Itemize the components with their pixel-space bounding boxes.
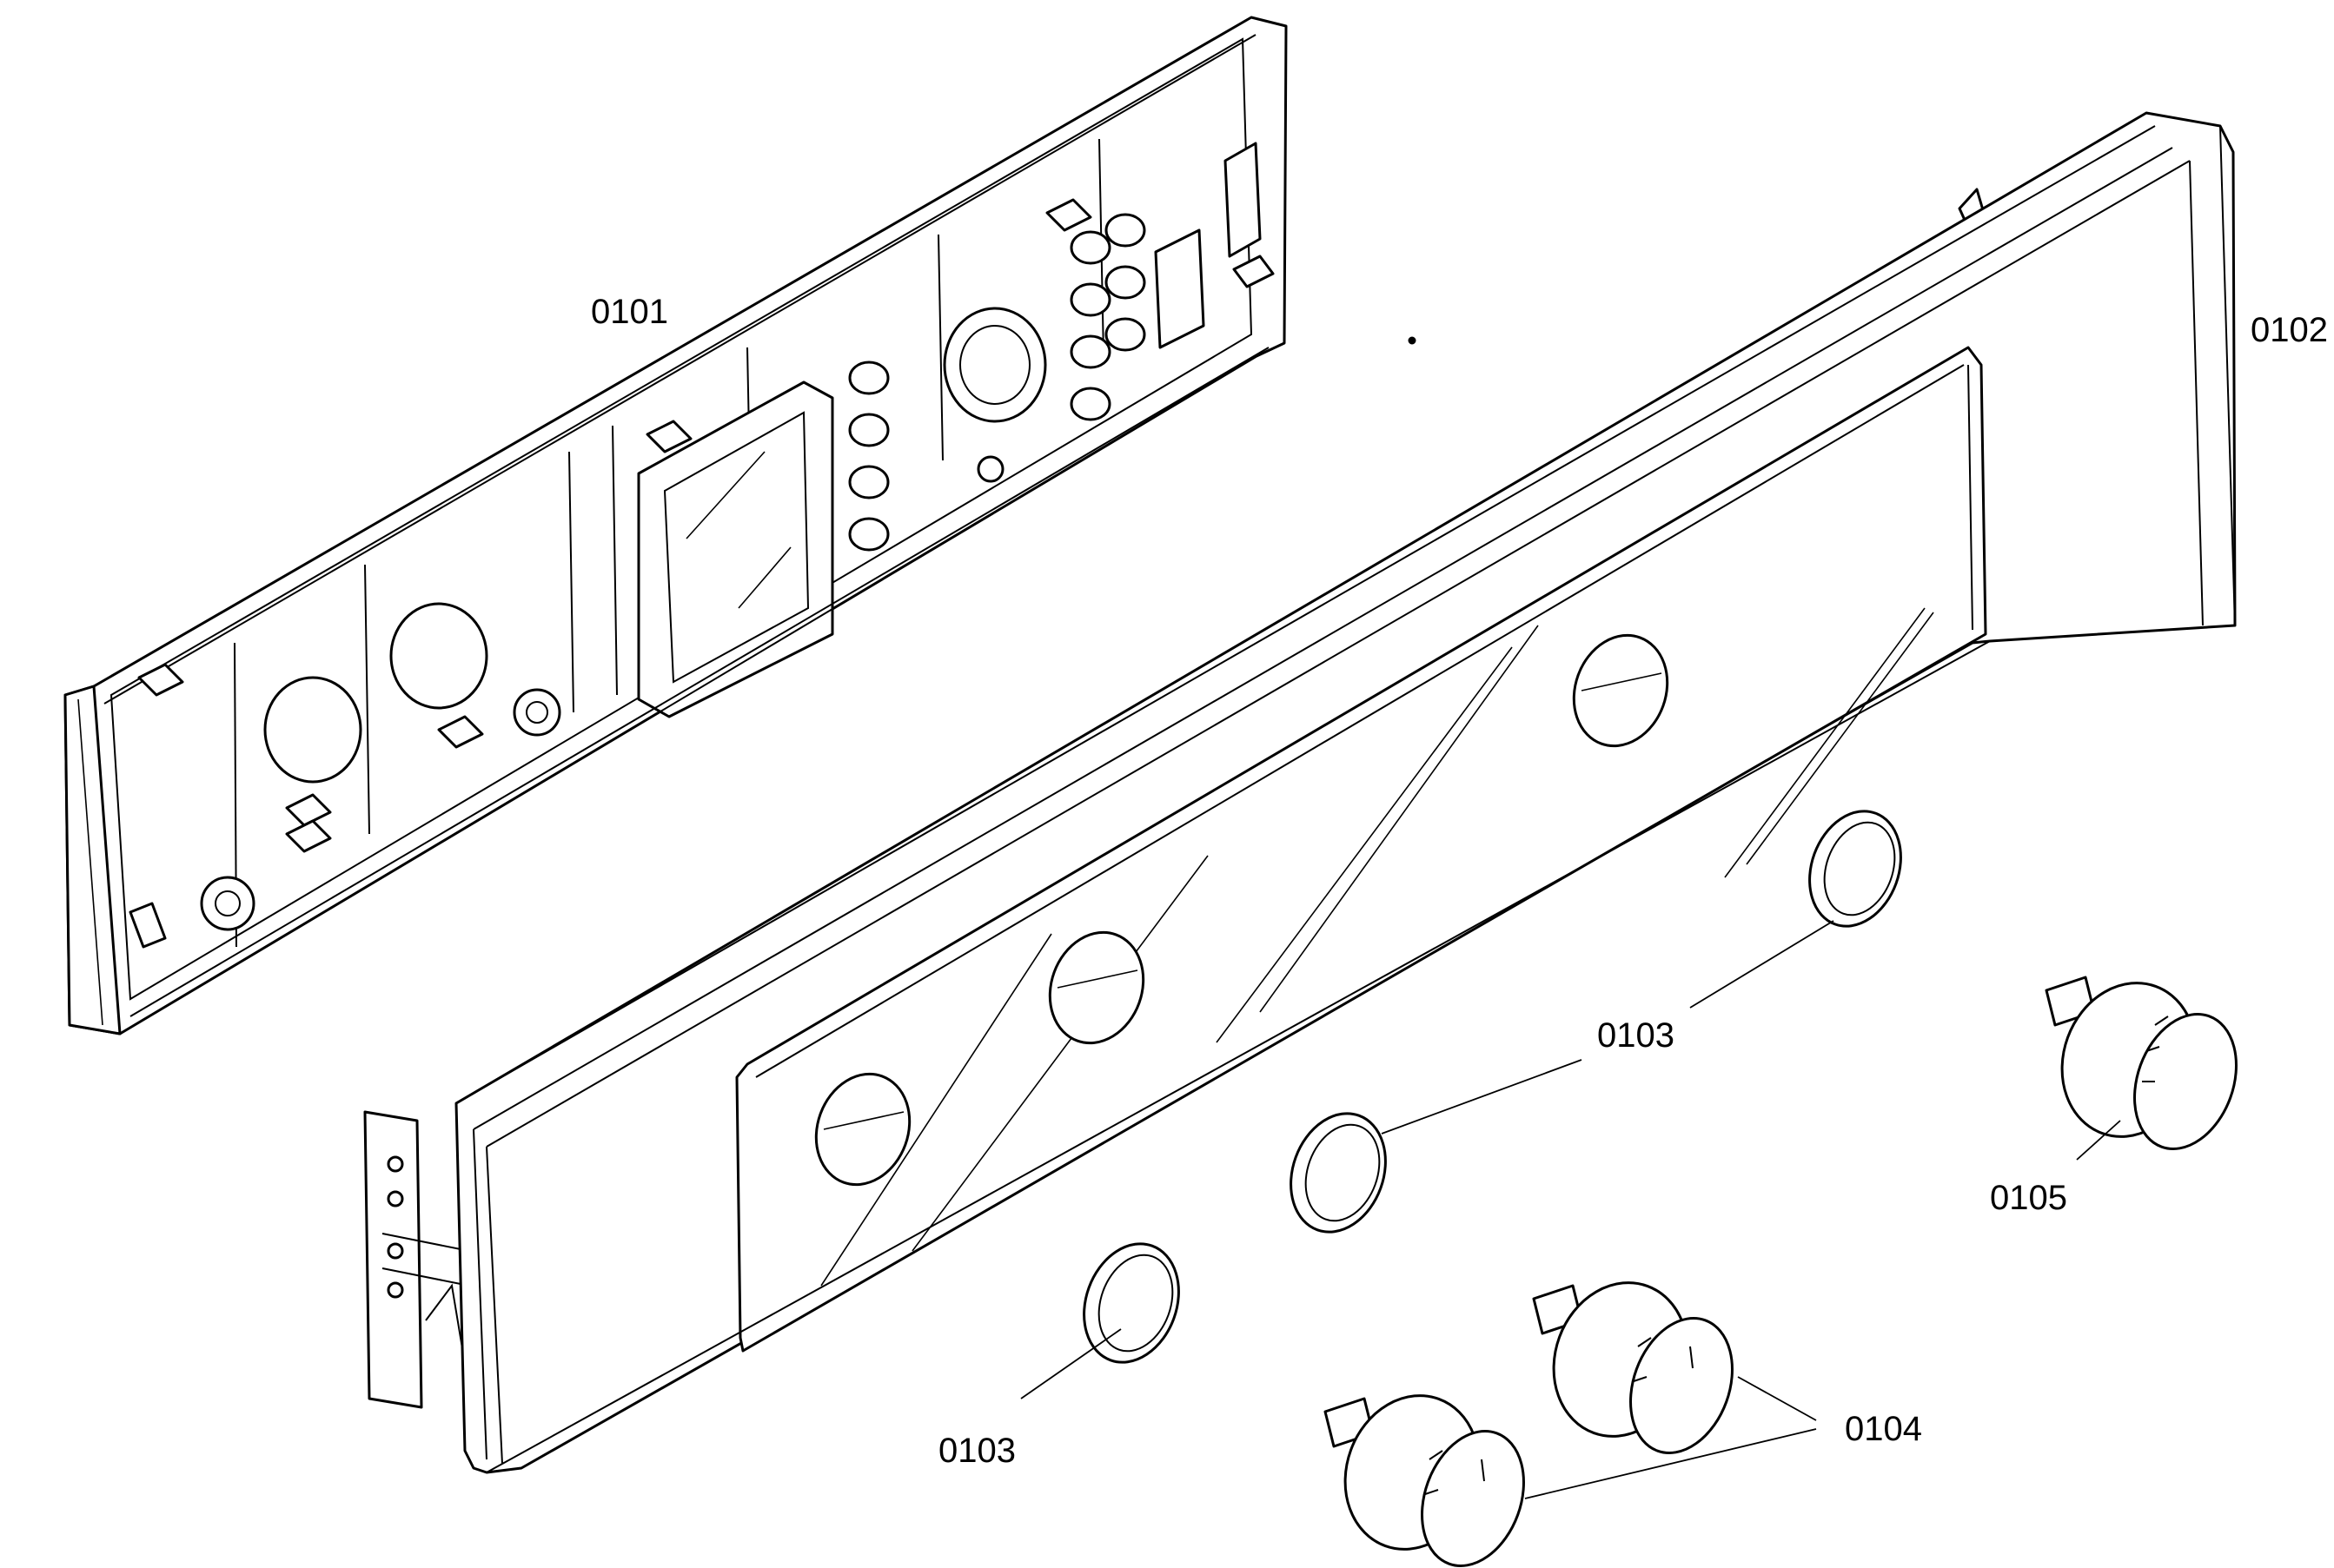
callout-0103-lower: 0103: [938, 1432, 1016, 1470]
callout-labels: 0101 0102 0103 0105 0103 0104: [591, 293, 2328, 1470]
callout-0104: 0104: [1845, 1410, 1922, 1448]
callout-0102: 0102: [2251, 311, 2328, 349]
knob-holes: [814, 633, 1669, 1187]
rear-housing-0101: [63, 16, 1288, 1035]
knob-lower: [1323, 1394, 1525, 1567]
knob-0105: [2045, 976, 2238, 1150]
knob-rings-0103: [1083, 810, 1902, 1364]
ring-top: [1808, 810, 1902, 928]
callout-0103-upper: 0103: [1597, 1016, 1674, 1055]
callout-0105: 0105: [1990, 1179, 2067, 1217]
ring-bottom: [1083, 1242, 1180, 1364]
leader-lines: [1020, 920, 2121, 1499]
front-fascia-0102: [363, 111, 2237, 1474]
knob-upper: [1532, 1281, 1734, 1454]
button-pegs: [848, 213, 1146, 552]
stray-dot: [1408, 336, 1416, 345]
knobs-0104: [1323, 1281, 1734, 1567]
ring-middle: [1290, 1112, 1387, 1234]
callout-0101: 0101: [591, 293, 668, 331]
